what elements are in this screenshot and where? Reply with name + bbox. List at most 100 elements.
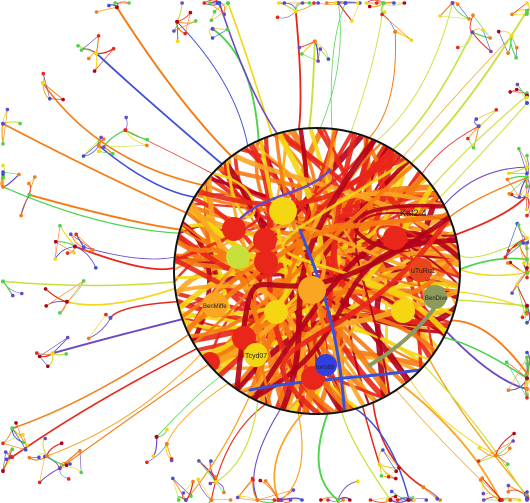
- peripheral-node[interactable]: [169, 458, 174, 463]
- peripheral-node[interactable]: [92, 69, 97, 73]
- peripheral-node[interactable]: [102, 145, 106, 149]
- peripheral-node[interactable]: [514, 55, 518, 60]
- peripheral-node[interactable]: [1, 142, 5, 146]
- peripheral-node[interactable]: [388, 498, 393, 502]
- peripheral-node[interactable]: [488, 36, 493, 40]
- peripheral-node[interactable]: [377, 462, 382, 467]
- peripheral-node[interactable]: [18, 121, 22, 126]
- peripheral-node[interactable]: [61, 97, 65, 102]
- peripheral-node[interactable]: [524, 207, 529, 212]
- peripheral-node[interactable]: [341, 498, 345, 502]
- peripheral-node[interactable]: [506, 483, 511, 488]
- peripheral-node[interactable]: [210, 26, 215, 31]
- peripheral-node[interactable]: [506, 261, 510, 265]
- peripheral-node[interactable]: [64, 463, 69, 468]
- peripheral-node[interactable]: [188, 10, 193, 15]
- peripheral-node[interactable]: [525, 241, 529, 245]
- peripheral-node[interactable]: [69, 232, 73, 236]
- peripheral-node[interactable]: [525, 490, 529, 494]
- peripheral-node[interactable]: [350, 19, 354, 23]
- peripheral-node[interactable]: [172, 29, 176, 33]
- peripheral-node[interactable]: [467, 17, 471, 21]
- peripheral-node[interactable]: [154, 434, 159, 439]
- peripheral-node[interactable]: [228, 498, 233, 502]
- peripheral-node[interactable]: [393, 29, 398, 34]
- peripheral-node[interactable]: [27, 181, 31, 186]
- peripheral-node[interactable]: [424, 498, 429, 502]
- peripheral-node[interactable]: [1, 121, 5, 126]
- peripheral-node[interactable]: [145, 460, 149, 465]
- lens-node[interactable]: [200, 352, 220, 372]
- peripheral-node[interactable]: [21, 440, 26, 445]
- peripheral-node[interactable]: [175, 39, 180, 43]
- peripheral-node[interactable]: [319, 498, 323, 502]
- peripheral-node[interactable]: [108, 315, 113, 320]
- peripheral-node[interactable]: [471, 13, 475, 17]
- peripheral-node[interactable]: [37, 480, 42, 485]
- peripheral-node[interactable]: [493, 453, 498, 458]
- peripheral-node[interactable]: [525, 320, 529, 325]
- peripheral-node[interactable]: [81, 154, 86, 158]
- peripheral-node[interactable]: [214, 479, 219, 484]
- peripheral-node[interactable]: [214, 475, 218, 479]
- peripheral-node[interactable]: [524, 373, 528, 378]
- peripheral-node[interactable]: [210, 36, 215, 40]
- peripheral-node[interactable]: [474, 117, 479, 121]
- peripheral-node[interactable]: [14, 421, 18, 425]
- peripheral-node[interactable]: [37, 354, 42, 359]
- peripheral-node[interactable]: [333, 1, 338, 5]
- peripheral-node[interactable]: [5, 107, 10, 112]
- peripheral-node[interactable]: [96, 149, 101, 154]
- peripheral-node[interactable]: [525, 257, 529, 262]
- peripheral-node[interactable]: [68, 462, 72, 466]
- peripheral-node[interactable]: [1, 163, 5, 168]
- peripheral-node[interactable]: [525, 303, 529, 308]
- peripheral-node[interactable]: [525, 387, 529, 391]
- peripheral-node[interactable]: [40, 80, 45, 85]
- peripheral-node[interactable]: [226, 1, 230, 5]
- peripheral-node[interactable]: [72, 251, 76, 255]
- peripheral-node[interactable]: [193, 19, 198, 23]
- peripheral-node[interactable]: [356, 479, 360, 484]
- peripheral-node[interactable]: [380, 12, 384, 17]
- peripheral-node[interactable]: [489, 49, 493, 54]
- peripheral-node[interactable]: [73, 244, 77, 249]
- peripheral-node[interactable]: [10, 426, 15, 431]
- peripheral-node[interactable]: [381, 1, 386, 5]
- peripheral-node[interactable]: [525, 376, 529, 381]
- peripheral-node[interactable]: [27, 192, 32, 197]
- peripheral-node[interactable]: [508, 446, 512, 451]
- peripheral-node[interactable]: [335, 498, 340, 502]
- peripheral-node[interactable]: [33, 175, 37, 179]
- peripheral-node[interactable]: [1, 184, 5, 189]
- peripheral-node[interactable]: [4, 457, 9, 462]
- peripheral-node[interactable]: [123, 128, 128, 133]
- peripheral-node[interactable]: [374, 1, 379, 5]
- peripheral-node[interactable]: [508, 498, 512, 502]
- peripheral-node[interactable]: [510, 12, 514, 17]
- peripheral-node[interactable]: [1, 279, 5, 284]
- peripheral-node[interactable]: [525, 312, 529, 316]
- peripheral-node[interactable]: [466, 136, 470, 141]
- peripheral-node[interactable]: [525, 275, 529, 280]
- peripheral-node[interactable]: [255, 498, 260, 502]
- peripheral-node[interactable]: [368, 498, 373, 502]
- peripheral-node[interactable]: [394, 476, 398, 481]
- lens-node[interactable]: [383, 226, 407, 250]
- peripheral-node[interactable]: [525, 165, 529, 170]
- peripheral-node[interactable]: [251, 478, 255, 482]
- peripheral-node[interactable]: [525, 270, 529, 275]
- peripheral-node[interactable]: [385, 498, 390, 502]
- peripheral-node[interactable]: [517, 195, 522, 200]
- peripheral-node[interactable]: [517, 146, 521, 151]
- peripheral-node[interactable]: [183, 31, 187, 36]
- peripheral-node[interactable]: [79, 470, 83, 475]
- peripheral-node[interactable]: [43, 287, 48, 291]
- peripheral-node[interactable]: [64, 299, 69, 304]
- peripheral-node[interactable]: [197, 459, 201, 463]
- peripheral-node[interactable]: [101, 137, 106, 141]
- peripheral-node[interactable]: [505, 177, 510, 182]
- peripheral-node[interactable]: [275, 15, 280, 20]
- peripheral-node[interactable]: [421, 485, 426, 490]
- peripheral-node[interactable]: [272, 498, 277, 502]
